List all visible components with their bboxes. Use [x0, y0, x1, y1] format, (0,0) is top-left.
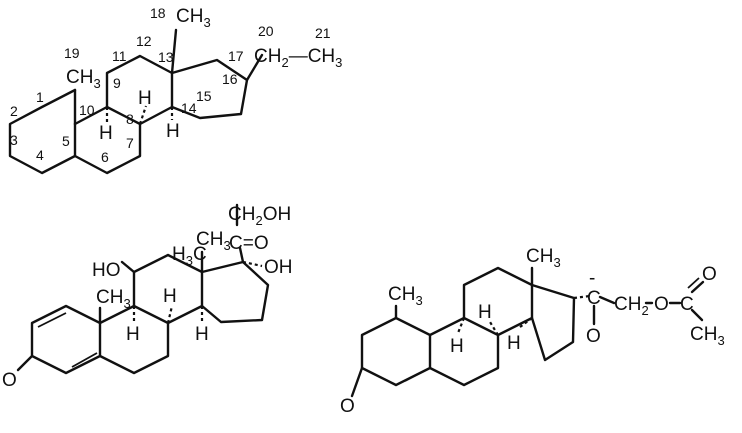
pregnane-h8: H — [138, 88, 152, 109]
ester-o20: O — [586, 326, 601, 347]
ester-ring-d — [530, 283, 576, 362]
pregnane-ring-c — [105, 54, 174, 126]
pregnane-number-20: 20 — [258, 23, 274, 39]
ester-c: C — [680, 294, 694, 315]
pregnane-number-18: 18 — [150, 5, 166, 21]
pregnane-number-14: 14 — [181, 100, 197, 116]
ester-o-link: O — [654, 294, 669, 315]
ester-h9: H — [450, 336, 464, 357]
pregnane-ring-b — [73, 105, 142, 175]
pregnane-h9: H — [99, 123, 113, 144]
pregnane-ethyl-group: CH2—CH3 — [254, 46, 342, 70]
ester-c20-minus: - — [589, 268, 595, 289]
pregnane-number-5: 5 — [62, 133, 70, 149]
pregnane-number-19: 19 — [64, 45, 80, 61]
ester-ring-c — [462, 266, 534, 337]
pregnane-number-10: 10 — [79, 102, 95, 118]
prednisolone-ho11: HO — [92, 260, 121, 281]
prednisolone-h8-hash — [166, 305, 174, 324]
prednisolone-ring-a — [30, 304, 102, 375]
prednisolone-h3c-label: H3C — [172, 244, 207, 268]
ester-carbonyl-o: O — [702, 264, 717, 285]
ester-c20-ch2-bond — [598, 295, 616, 305]
pregnane-number-7: 7 — [126, 135, 134, 151]
ester-ch3: CH3 — [690, 324, 725, 348]
pregnane-number-8: 8 — [126, 111, 134, 127]
ester-steroid-structure: CH3 CH3 C - O CH2 O C O CH3 H H H O — [340, 246, 725, 417]
prednisolone-c17-chain-bond — [238, 246, 245, 264]
pregnane-number-16: 16 — [222, 71, 238, 87]
prednisolone-double-bond-1 — [37, 312, 67, 328]
prednisolone-ring-d — [200, 260, 270, 324]
pregnane-number-11: 11 — [112, 48, 127, 64]
ester-c3-bond — [350, 366, 364, 398]
pregnane-number-21: 21 — [315, 25, 331, 41]
prednisolone-c11-bond — [120, 260, 136, 274]
prednisolone-c3-bond — [16, 354, 34, 372]
ester-ring-a — [360, 316, 432, 387]
ester-ring-b — [428, 316, 500, 387]
ester-ch2: CH2 — [614, 294, 649, 318]
prednisolone-oh17: OH — [264, 257, 293, 278]
prednisolone-h9: H — [126, 324, 140, 345]
ester-carbonyl-bond — [690, 280, 705, 294]
prednisolone-ring-c — [132, 253, 204, 325]
pregnane-number-3: 3 — [10, 132, 18, 148]
pregnane-ch3-18: CH3 — [176, 6, 211, 30]
pregnane-number-2: 2 — [10, 103, 18, 119]
ester-o3: O — [340, 396, 355, 417]
ester-h14: H — [507, 333, 521, 354]
pregnane-number-13: 13 — [158, 49, 174, 65]
ester-double-bond-4 — [404, 368, 429, 382]
pregnane-ch3-19: CH3 — [66, 67, 101, 91]
ester-h14-hash — [519, 317, 533, 328]
prednisolone-o3: O — [2, 370, 17, 391]
prednisolone-ch3-10: CH3 — [96, 287, 131, 311]
pregnane-number-4: 4 — [36, 147, 44, 163]
ester-c17-hash — [573, 294, 591, 300]
prednisolone-h8: H — [163, 286, 177, 307]
pregnane-number-17: 17 — [228, 48, 244, 64]
ester-h8: H — [478, 302, 492, 323]
ester-h8-hash — [489, 321, 499, 336]
ester-h9-hash — [456, 317, 466, 334]
ester-c20: C — [587, 288, 601, 309]
pregnane-methyl-18-bond — [170, 28, 178, 75]
prednisolone-ch3-13: CH3 — [196, 229, 231, 253]
prednisolone-double-bond-4 — [71, 352, 98, 368]
pregnane-ethyl-bond — [245, 53, 264, 82]
pregnane-number-6: 6 — [101, 149, 109, 165]
prednisolone-ch2oh: CH2OH — [228, 204, 291, 228]
prednisolone-h14: H — [195, 324, 209, 345]
pregnane-number-12: 12 — [136, 33, 152, 49]
ester-carbonyl-double — [687, 277, 700, 289]
prednisolone-c20-carbon: C=O — [229, 233, 269, 254]
pregnane-ring-d — [170, 58, 249, 120]
prednisolone-ring-b — [98, 304, 170, 375]
pregnane-number-15: 15 — [196, 88, 212, 104]
ester-ch3-1: CH3 — [388, 284, 423, 308]
prednisolone-structure: CH2OH C=O OH CH3 H3C HO CH3 H H H O — [2, 203, 293, 391]
ester-acetyl-bond — [690, 308, 704, 322]
pregnane-structure: CH3 CH3 H H H CH2—CH3 1 2 3 4 5 6 7 8 9 … — [8, 5, 342, 175]
pregnane-number-1: 1 — [36, 89, 44, 105]
ester-ch3-13: CH3 — [526, 246, 561, 270]
pregnane-h14: H — [166, 121, 180, 142]
pregnane-number-9: 9 — [113, 75, 121, 91]
